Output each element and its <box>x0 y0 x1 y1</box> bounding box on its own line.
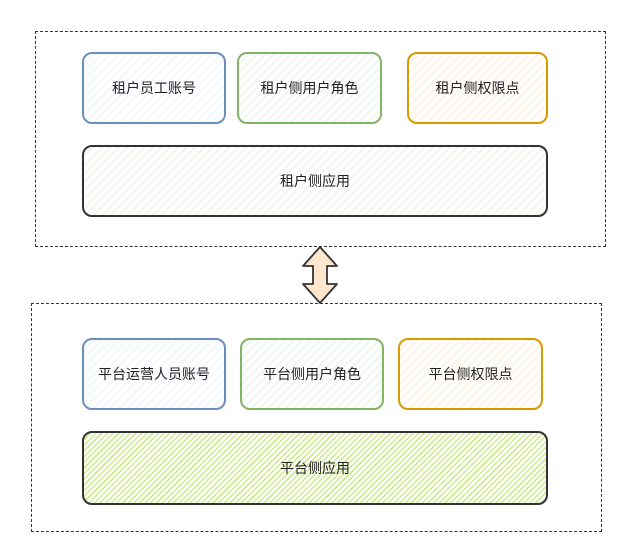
tenant-role-box[interactable]: 租户侧用户角色 <box>237 52 382 124</box>
platform-app-label: 平台侧应用 <box>280 460 350 476</box>
tenant-app-label: 租户侧应用 <box>280 173 350 189</box>
tenant-account-box[interactable]: 租户员工账号 <box>82 52 226 124</box>
platform-account-box[interactable]: 平台运营人员账号 <box>82 338 226 410</box>
bidirectional-arrow-icon <box>302 246 338 304</box>
platform-role-box[interactable]: 平台侧用户角色 <box>240 338 384 410</box>
tenant-account-label: 租户员工账号 <box>112 80 196 96</box>
platform-account-label: 平台运营人员账号 <box>98 366 210 382</box>
tenant-role-label: 租户侧用户角色 <box>260 80 359 96</box>
tenant-permission-label: 租户侧权限点 <box>435 80 520 96</box>
platform-role-label: 平台侧用户角色 <box>263 366 361 382</box>
platform-permission-label: 平台侧权限点 <box>428 366 513 382</box>
tenant-app-box[interactable]: 租户侧应用 <box>82 145 548 217</box>
platform-group <box>31 303 602 532</box>
platform-permission-box[interactable]: 平台侧权限点 <box>398 338 543 410</box>
platform-app-box[interactable]: 平台侧应用 <box>82 431 548 505</box>
tenant-permission-box[interactable]: 租户侧权限点 <box>407 52 548 124</box>
